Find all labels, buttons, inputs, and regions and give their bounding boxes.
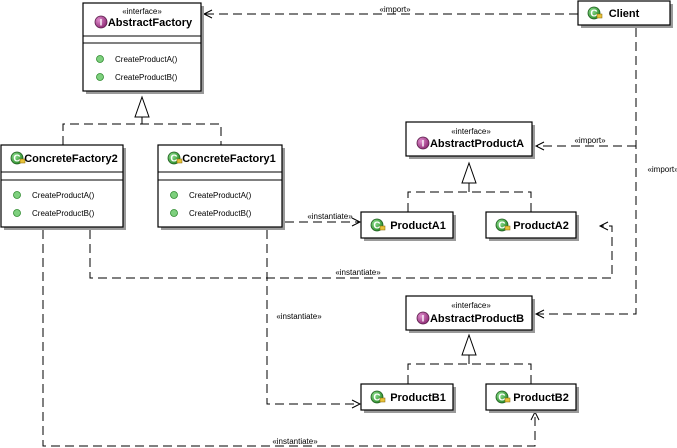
class-name: AbstractFactory: [108, 17, 193, 29]
stereotype: «interface»: [451, 127, 491, 136]
method-create-product-a: CreateProductA(): [189, 191, 252, 200]
method-dot: [13, 191, 21, 199]
cf2-instantiate-a2-line: [89, 225, 613, 279]
method-create-product-a: CreateProductA(): [32, 191, 95, 200]
method-create-product-b: CreateProductB(): [32, 209, 95, 218]
svg-text:C: C: [373, 393, 380, 404]
method-create-product-b: CreateProductB(): [115, 73, 178, 82]
svg-text:I: I: [422, 139, 425, 149]
class-abstract-product-b[interactable]: I «interface» AbstractProductB: [405, 295, 535, 333]
client-import-productb-label: «import»: [647, 165, 677, 174]
class-icon: C: [587, 6, 603, 20]
class-icon: C: [495, 390, 511, 404]
class-name: Client: [609, 8, 640, 20]
producta-generalization-line: [407, 191, 532, 212]
client-import-factory-label: «import»: [379, 5, 411, 14]
cf1-instantiate-b1-arrow: [351, 399, 362, 409]
class-product-b2[interactable]: C ProductB2: [485, 383, 579, 413]
class-icon: C: [167, 151, 183, 165]
client-import-producta-arrow: [534, 141, 545, 151]
class-icon: C: [495, 218, 511, 232]
class-icon: C: [10, 151, 26, 165]
method-dot: [13, 209, 21, 217]
svg-text:C: C: [590, 9, 597, 20]
cf2-instantiate-b2-line: [42, 230, 536, 447]
method-create-product-a: CreateProductA(): [115, 55, 178, 64]
class-name: ProductA1: [390, 220, 446, 232]
class-name: ConcreteFactory2: [24, 153, 118, 165]
class-abstract-factory[interactable]: I «interface» AbstractFactory CreateProd…: [82, 2, 204, 94]
svg-text:C: C: [13, 154, 20, 165]
class-product-b1[interactable]: C ProductB1: [360, 383, 456, 413]
method-dot: [170, 209, 178, 217]
cf1-instantiate-b1-line: [266, 230, 360, 405]
svg-text:C: C: [498, 393, 505, 404]
cf2-instantiate-a2-arrow: [598, 221, 609, 231]
class-name: ProductB2: [513, 392, 569, 404]
client-import-productb-line: [536, 28, 637, 315]
method-dot: [96, 55, 104, 63]
svg-text:C: C: [170, 154, 177, 165]
class-concrete-factory2[interactable]: C ConcreteFactory2 CreateProductA() Crea…: [0, 144, 126, 230]
class-name: AbstractProductB: [430, 313, 524, 325]
svg-text:I: I: [100, 18, 103, 28]
method-dot: [96, 73, 104, 81]
class-name: ProductA2: [513, 220, 569, 232]
class-name: AbstractProductA: [430, 138, 524, 150]
productb-generalization-line: [407, 363, 532, 384]
method-dot: [170, 191, 178, 199]
class-product-a1[interactable]: C ProductA1: [360, 211, 456, 241]
factory-generalization-line: [62, 123, 222, 145]
class-name: ProductB1: [390, 392, 446, 404]
cf2-instantiate-a2-label: «instantiate»: [335, 268, 381, 277]
stereotype: «interface»: [451, 301, 491, 310]
cf1-instantiate-a1-arrow: [351, 217, 362, 227]
interface-icon: I: [416, 136, 430, 150]
producta-generalization-triangle: [461, 161, 477, 184]
interface-icon: I: [416, 311, 430, 325]
class-client[interactable]: C Client: [577, 0, 673, 28]
client-import-producta-label: «import»: [574, 136, 606, 145]
class-concrete-factory1[interactable]: C ConcreteFactory1 CreateProductA() Crea…: [157, 144, 285, 230]
class-name: ConcreteFactory1: [182, 153, 276, 165]
factory-generalization-triangle: [134, 95, 150, 118]
stereotype: «interface»: [122, 7, 162, 16]
svg-text:I: I: [422, 314, 425, 324]
class-abstract-product-a[interactable]: I «interface» AbstractProductA: [405, 121, 535, 159]
class-product-a2[interactable]: C ProductA2: [485, 211, 579, 241]
client-import-productb-arrow: [534, 309, 545, 319]
cf2-instantiate-b2-label: «instantiate»: [272, 437, 318, 446]
method-create-product-b: CreateProductB(): [189, 209, 252, 218]
interface-icon: I: [94, 15, 108, 29]
cf1-instantiate-b1-label: «instantiate»: [276, 312, 322, 321]
svg-text:C: C: [498, 221, 505, 232]
svg-text:C: C: [373, 221, 380, 232]
class-icon: C: [370, 390, 386, 404]
cf1-instantiate-a1-label: «instantiate»: [307, 212, 353, 221]
class-icon: C: [370, 218, 386, 232]
productb-generalization-triangle: [461, 333, 477, 356]
